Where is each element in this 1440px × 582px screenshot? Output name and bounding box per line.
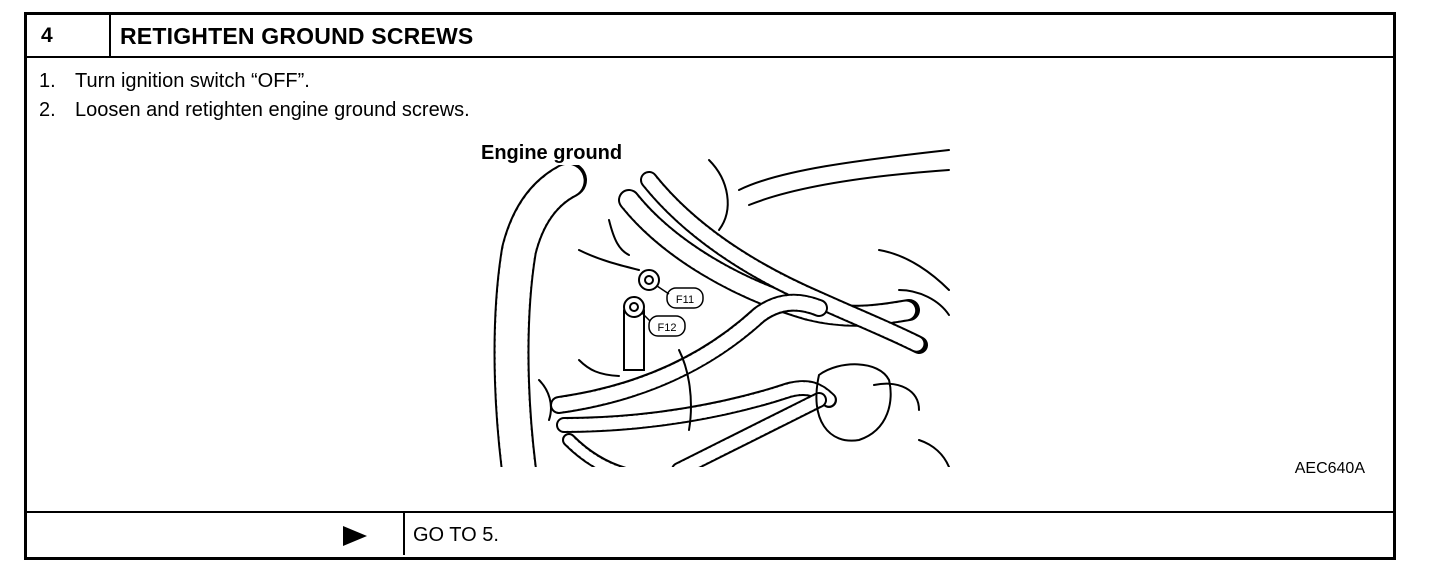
- instruction-number: 2.: [39, 99, 56, 121]
- instruction-item: 2. Loosen and retighten engine ground scr…: [39, 96, 470, 125]
- procedure-table: 4 RETIGHTEN GROUND SCREWS 1. Turn ignitio…: [24, 12, 1396, 560]
- figure-code: AEC640A: [1294, 460, 1365, 477]
- header-row: 4 RETIGHTEN GROUND SCREWS: [27, 15, 1393, 58]
- instruction-number: 1.: [39, 70, 56, 92]
- instruction-list: 1. Turn ignition switch “OFF”. 2. Loosen a…: [39, 67, 470, 125]
- right-triangle-arrow-icon: [343, 526, 367, 546]
- goto-next-step: GO TO 5.: [413, 524, 499, 546]
- footer-row: GO TO 5.: [27, 511, 1393, 557]
- engine-wiring-drawing: F11 F12: [493, 149, 950, 467]
- instruction-text: Turn ignition switch “OFF”.: [75, 70, 310, 92]
- arrow-cell: [27, 513, 405, 555]
- callout-f11: F11: [676, 294, 694, 306]
- instruction-item: 1. Turn ignition switch “OFF”.: [39, 67, 470, 96]
- figure-label: Engine ground: [481, 141, 625, 165]
- instruction-text: Loosen and retighten engine ground screw…: [75, 99, 470, 121]
- step-title: RETIGHTEN GROUND SCREWS: [120, 23, 474, 49]
- callout-f12: F12: [658, 322, 677, 334]
- engine-ground-illustration: F11 F12 Engine ground: [479, 140, 951, 467]
- step-number: 4: [27, 15, 111, 56]
